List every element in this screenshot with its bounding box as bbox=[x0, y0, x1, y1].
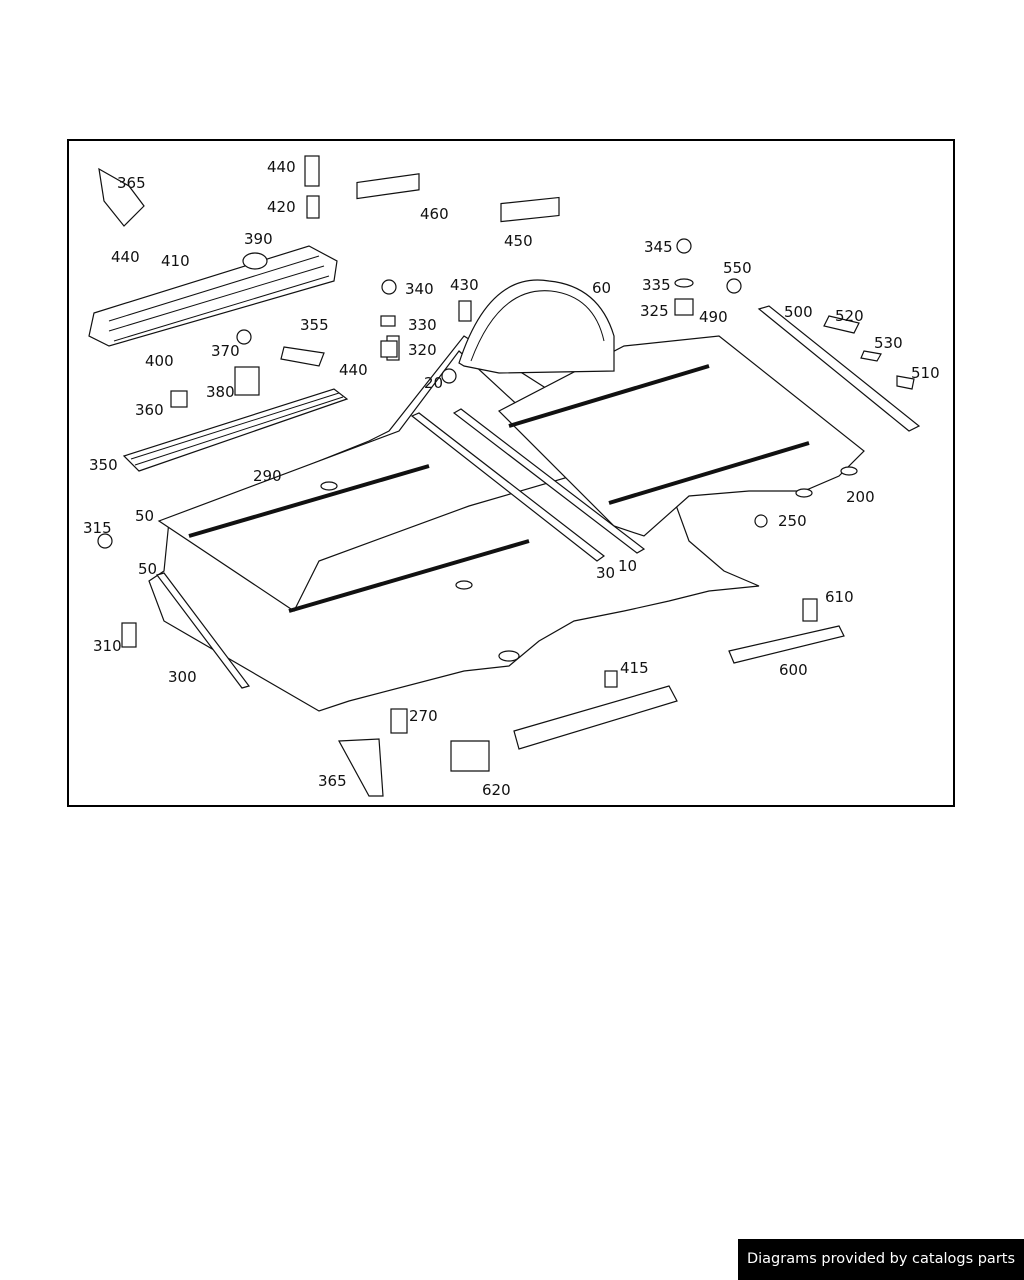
rails-10-30 bbox=[155, 408, 646, 689]
callout-610: 610 bbox=[825, 588, 854, 606]
callout-360: 360 bbox=[135, 401, 164, 419]
callout-415: 415 bbox=[620, 659, 649, 677]
callout-440: 440 bbox=[339, 361, 368, 379]
callout-310: 310 bbox=[93, 637, 122, 655]
callout-355: 355 bbox=[300, 316, 329, 334]
callout-380: 380 bbox=[206, 383, 235, 401]
callout-290: 290 bbox=[253, 467, 282, 485]
callout-325: 325 bbox=[640, 302, 669, 320]
callout-490: 490 bbox=[699, 308, 728, 326]
callout-330: 330 bbox=[408, 316, 437, 334]
parts-diagram-frame: 365 440 420 460 440 410 390 450 345 550 … bbox=[67, 139, 955, 807]
callout-550: 550 bbox=[723, 259, 752, 277]
callout-320: 320 bbox=[408, 341, 437, 359]
callout-530: 530 bbox=[874, 334, 903, 352]
exploded-parts-drawing bbox=[88, 155, 921, 797]
callout-315: 315 bbox=[83, 519, 112, 537]
callout-200: 200 bbox=[846, 488, 875, 506]
cover-600 bbox=[728, 625, 845, 664]
sill-620 bbox=[513, 685, 678, 750]
callout-460: 460 bbox=[420, 205, 449, 223]
callout-50: 50 bbox=[138, 560, 158, 578]
callout-10: 10 bbox=[618, 557, 638, 575]
callout-345: 345 bbox=[644, 238, 673, 256]
callout-500: 500 bbox=[784, 303, 813, 321]
callout-250: 250 bbox=[778, 512, 807, 530]
callout-335: 335 bbox=[642, 276, 671, 294]
callout-510: 510 bbox=[911, 364, 940, 382]
callout-350: 350 bbox=[89, 456, 118, 474]
basket-400 bbox=[88, 245, 338, 347]
step-rail-350 bbox=[122, 388, 349, 472]
callout-20: 20 bbox=[424, 374, 444, 392]
callout-365: 365 bbox=[318, 772, 347, 790]
callout-440: 440 bbox=[111, 248, 140, 266]
callout-270: 270 bbox=[409, 707, 438, 725]
callout-30: 30 bbox=[596, 564, 616, 582]
fastener-shapes bbox=[97, 155, 915, 797]
callout-400: 400 bbox=[145, 352, 174, 370]
callout-300: 300 bbox=[168, 668, 197, 686]
callout-450: 450 bbox=[504, 232, 533, 250]
plate-450 bbox=[500, 196, 560, 223]
callout-60: 60 bbox=[592, 279, 612, 297]
callout-440: 440 bbox=[267, 158, 296, 176]
callout-520: 520 bbox=[835, 307, 864, 325]
pad-460 bbox=[356, 173, 420, 200]
callout-620: 620 bbox=[482, 781, 511, 799]
callout-600: 600 bbox=[779, 661, 808, 679]
callout-50: 50 bbox=[135, 507, 155, 525]
strip-500 bbox=[757, 305, 921, 432]
credit-banner: Diagrams provided by catalogs parts bbox=[738, 1239, 1024, 1280]
callout-365: 365 bbox=[117, 174, 146, 192]
wheel-arch-60 bbox=[458, 279, 615, 374]
callout-420: 420 bbox=[267, 198, 296, 216]
callout-340: 340 bbox=[405, 280, 434, 298]
callout-370: 370 bbox=[211, 342, 240, 360]
callout-430: 430 bbox=[450, 276, 479, 294]
floor-panel-200 bbox=[148, 335, 865, 712]
callout-410: 410 bbox=[161, 252, 190, 270]
callout-390: 390 bbox=[244, 230, 273, 248]
